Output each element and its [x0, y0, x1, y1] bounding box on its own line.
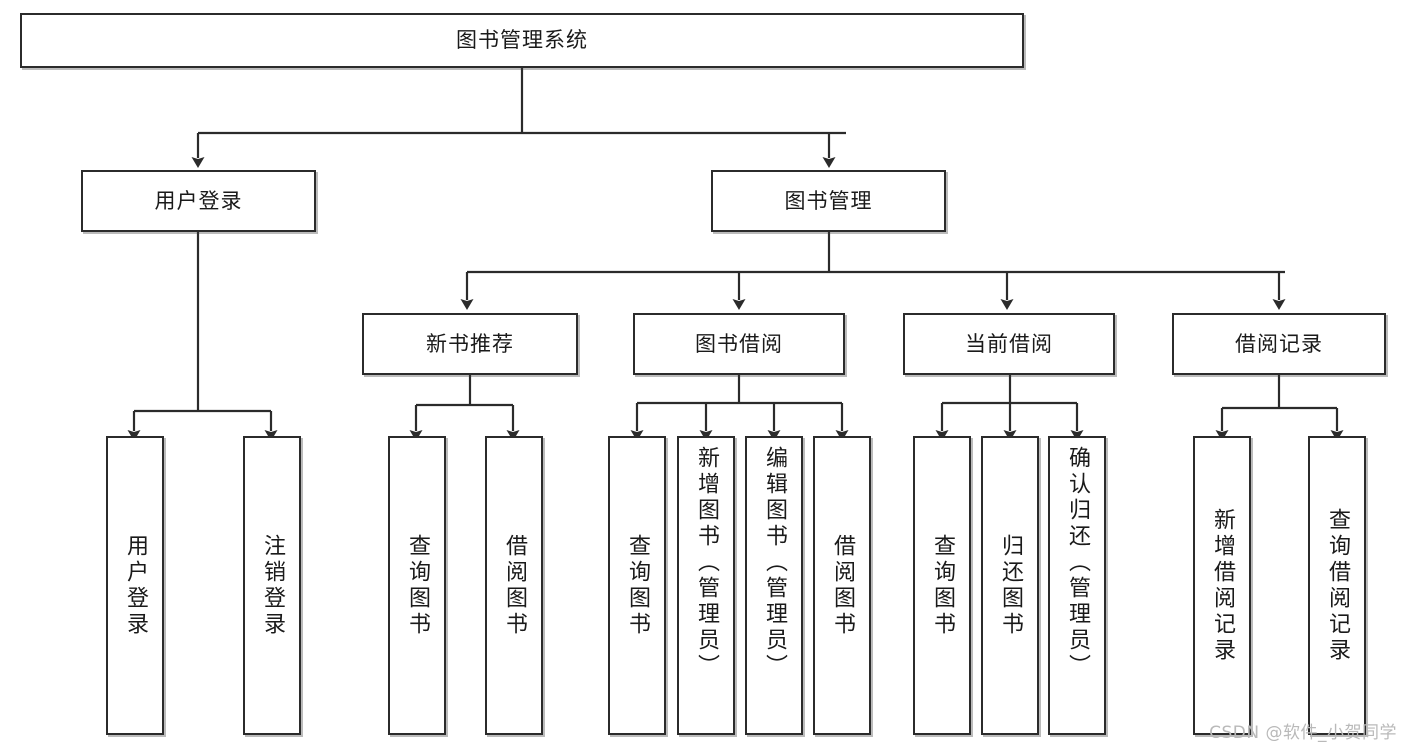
watermark-text: CSDN @软件_小贺同学: [1209, 723, 1397, 743]
leaf-return-book-label: 归还图书: [998, 533, 1023, 638]
leaf-borrow-book[interactable]: 借阅图书: [813, 436, 871, 735]
node-borrow-records[interactable]: 借阅记录: [1172, 313, 1386, 375]
leaf-borrow-book-recommend[interactable]: 借阅图书: [485, 436, 543, 735]
leaf-add-borrow-record[interactable]: 新增借阅记录: [1193, 436, 1251, 735]
leaf-query-borrow-record-label: 查询借阅记录: [1325, 507, 1350, 664]
leaf-query-book-current-label: 查询图书: [930, 533, 955, 638]
leaf-add-book-admin-label: 新增图书（管理员）: [694, 446, 719, 680]
leaf-confirm-return-admin[interactable]: 确认归还（管理员）: [1048, 436, 1106, 735]
leaf-confirm-return-admin-label: 确认归还（管理员）: [1065, 446, 1090, 680]
node-new-book-recommend[interactable]: 新书推荐: [362, 313, 578, 375]
node-root-label: 图书管理系统: [456, 28, 588, 53]
leaf-user-login-label: 用户登录: [123, 533, 148, 638]
node-book-borrow[interactable]: 图书借阅: [633, 313, 845, 375]
leaf-user-login[interactable]: 用户登录: [106, 436, 164, 735]
leaf-edit-book-admin[interactable]: 编辑图书（管理员）: [745, 436, 803, 735]
leaf-user-logout-label: 注销登录: [260, 533, 285, 638]
leaf-query-borrow-record[interactable]: 查询借阅记录: [1308, 436, 1366, 735]
leaf-query-book-recommend[interactable]: 查询图书: [388, 436, 446, 735]
leaf-borrow-book-label: 借阅图书: [830, 533, 855, 638]
node-borrow-records-label: 借阅记录: [1235, 331, 1323, 356]
node-book-management-label: 图书管理: [784, 188, 873, 213]
node-new-book-recommend-label: 新书推荐: [426, 331, 514, 356]
node-root[interactable]: 图书管理系统: [20, 13, 1024, 68]
node-user-login[interactable]: 用户登录: [81, 170, 316, 232]
leaf-query-book-current[interactable]: 查询图书: [913, 436, 971, 735]
leaf-add-book-admin[interactable]: 新增图书（管理员）: [677, 436, 735, 735]
leaf-query-book-borrow-label: 查询图书: [625, 533, 650, 638]
leaf-add-borrow-record-label: 新增借阅记录: [1210, 507, 1235, 664]
leaf-borrow-book-recommend-label: 借阅图书: [502, 533, 527, 638]
leaf-query-book-borrow[interactable]: 查询图书: [608, 436, 666, 735]
node-current-borrow[interactable]: 当前借阅: [903, 313, 1115, 375]
node-user-login-label: 用户登录: [154, 188, 243, 213]
leaf-query-book-recommend-label: 查询图书: [405, 533, 430, 638]
leaf-edit-book-admin-label: 编辑图书（管理员）: [762, 446, 787, 680]
node-book-management[interactable]: 图书管理: [711, 170, 946, 232]
leaf-return-book[interactable]: 归还图书: [981, 436, 1039, 735]
leaf-user-logout[interactable]: 注销登录: [243, 436, 301, 735]
node-book-borrow-label: 图书借阅: [695, 331, 783, 356]
node-current-borrow-label: 当前借阅: [965, 331, 1053, 356]
